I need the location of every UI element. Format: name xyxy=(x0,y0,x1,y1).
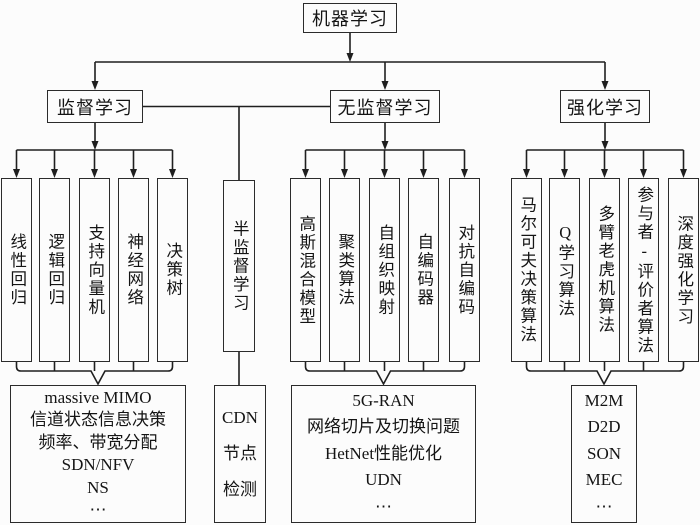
node-label: 神经网络 xyxy=(124,233,144,307)
node-reinforcement-learning: 强化学习 xyxy=(560,90,650,123)
application-item: D2D xyxy=(587,417,621,437)
application-item: SON xyxy=(586,443,621,463)
application-item: ⋯ xyxy=(375,496,392,516)
application-item: CDN xyxy=(222,408,258,427)
application-item: 信道状态信息决策 xyxy=(30,410,166,429)
node-q-learning-algorithm: Q学习算法 xyxy=(549,178,580,362)
node-unsupervised-learning: 无监督学习 xyxy=(330,90,440,123)
applications-semi-supervised: CDN 节点 检测 xyxy=(214,385,266,523)
application-item: ⋯ xyxy=(595,496,613,516)
application-item: SDN/NFV xyxy=(61,455,135,474)
application-item: 频率、带宽分配 xyxy=(38,432,158,452)
node-label: 逻辑回归 xyxy=(45,233,65,307)
node-self-organizing-map: 自组织映射 xyxy=(369,178,400,362)
applications-unsupervised: 5G-RAN 网络切片及切换问题 HetNet性能优化 UDN ⋯ xyxy=(291,385,476,523)
node-label: 自组织映射 xyxy=(375,223,395,317)
node-semi-supervised-learning: 半监督学习 xyxy=(223,180,255,352)
node-label: 多臂老虎机算法 xyxy=(595,205,615,335)
node-multi-armed-bandit-algorithm: 多臂老虎机算法 xyxy=(589,178,620,362)
node-autoencoder: 自编码器 xyxy=(408,178,439,362)
node-logistic-regression: 逻辑回归 xyxy=(39,178,70,362)
node-label: 对抗自编码 xyxy=(455,223,475,317)
application-item: massive MIMO xyxy=(44,387,152,407)
application-item: UDN xyxy=(365,470,402,490)
application-item: MEC xyxy=(585,470,623,490)
node-machine-learning: 机器学习 xyxy=(303,3,397,33)
node-label: 线性回归 xyxy=(7,233,27,307)
node-decision-tree: 决策树 xyxy=(157,178,188,362)
node-support-vector-machine: 支持向量机 xyxy=(79,178,110,362)
node-markov-decision-algorithm: 马尔可夫决策算法 xyxy=(511,178,542,362)
node-label: 聚类算法 xyxy=(335,233,355,307)
node-linear-regression: 线性回归 xyxy=(1,178,32,362)
node-label: 深度强化学习 xyxy=(674,214,694,326)
node-gaussian-mixture-model: 高斯混合模型 xyxy=(290,178,321,362)
node-neural-network: 神经网络 xyxy=(118,178,149,362)
application-item: 节点 xyxy=(223,444,257,463)
node-deep-reinforcement-learning: 深度强化学习 xyxy=(668,178,699,362)
node-label: 半监督学习 xyxy=(230,219,250,313)
node-adversarial-autoencoder: 对抗自编码 xyxy=(449,178,480,362)
applications-reinforcement: M2M D2D SON MEC ⋯ xyxy=(571,385,637,523)
node-label: 高斯混合模型 xyxy=(296,214,316,326)
node-actor-critic-algorithm: 参与者-评价者算法 xyxy=(628,178,659,362)
application-item: M2M xyxy=(584,390,624,410)
node-label: 决策树 xyxy=(163,242,183,298)
node-label: Q学习算法 xyxy=(555,222,575,318)
application-item: NS xyxy=(87,477,109,497)
application-item: 检测 xyxy=(223,480,257,499)
application-item: HetNet性能优化 xyxy=(324,443,443,463)
node-label: 参与者-评价者算法 xyxy=(634,185,654,355)
node-supervised-learning: 监督学习 xyxy=(47,90,143,123)
application-item: ⋯ xyxy=(89,500,107,519)
application-item: 5G-RAN xyxy=(352,390,415,410)
node-clustering-algorithm: 聚类算法 xyxy=(329,178,360,362)
applications-supervised: massive MIMO 信道状态信息决策 频率、带宽分配 SDN/NFV NS… xyxy=(10,385,186,523)
node-label: 支持向量机 xyxy=(85,223,105,317)
node-label: 马尔可夫决策算法 xyxy=(517,196,537,344)
application-item: 网络切片及切换问题 xyxy=(307,417,460,437)
node-label: 自编码器 xyxy=(414,233,434,307)
